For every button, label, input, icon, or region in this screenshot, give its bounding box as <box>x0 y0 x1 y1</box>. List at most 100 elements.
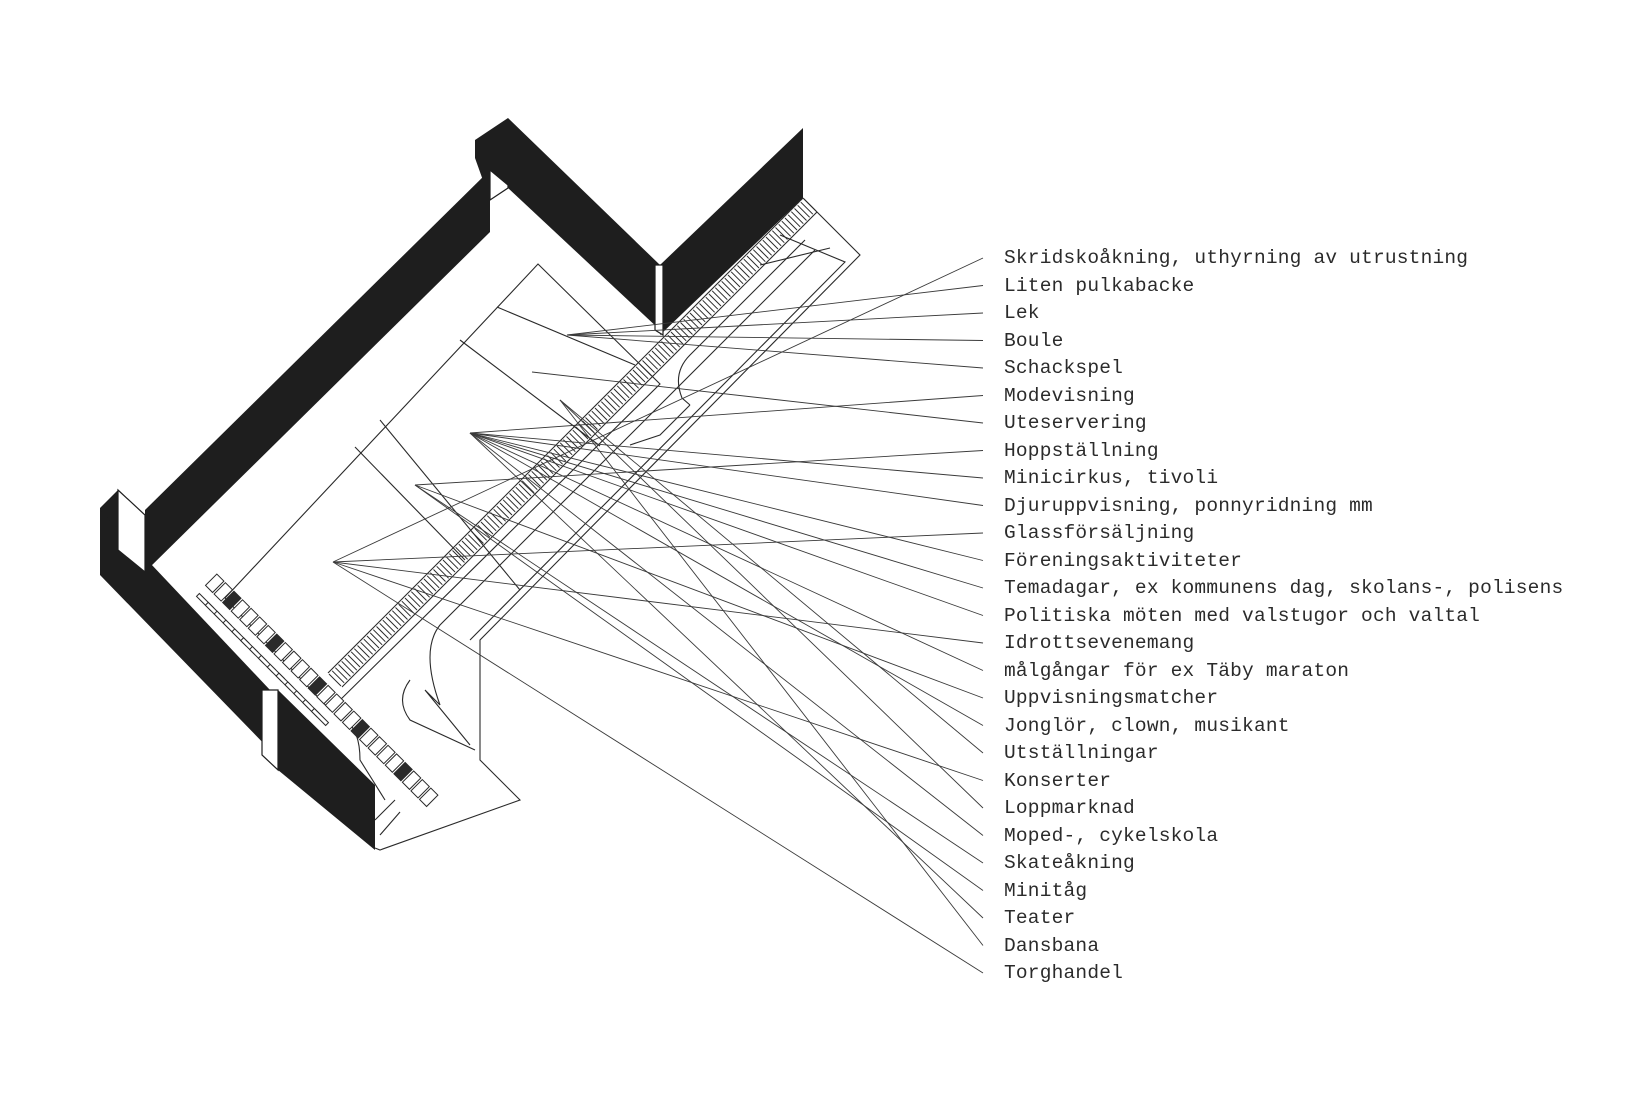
hatch-mark <box>417 584 431 598</box>
edge-block <box>376 744 396 765</box>
plan-edge-bottom-2 <box>379 811 401 836</box>
edge-block <box>204 573 225 594</box>
hatch-mark <box>730 271 744 285</box>
edge-block <box>401 770 422 791</box>
leader-line <box>332 532 984 563</box>
activity-label: Skateåkning <box>1004 852 1135 874</box>
edge-block <box>221 590 242 611</box>
activity-label: Idrottsevenemang <box>1004 632 1195 654</box>
hatch-mark <box>591 410 605 424</box>
activity-label: Boule <box>1004 329 1064 352</box>
wall-northwest <box>145 170 490 572</box>
square-plan <box>195 197 861 851</box>
hatch-mark <box>559 442 573 456</box>
edge-block <box>410 778 431 799</box>
hatch-mark <box>445 556 459 570</box>
hatch-mark <box>379 622 393 636</box>
hatch-mark <box>515 486 529 500</box>
hatch-mark <box>746 255 760 269</box>
hatch-border <box>327 197 804 674</box>
hatch-mark <box>585 417 598 430</box>
edge-block <box>239 607 259 628</box>
hatch-mark <box>401 600 415 614</box>
hatch-mark <box>724 277 738 291</box>
hatch-mark <box>705 296 719 310</box>
hatch-mark <box>775 227 788 240</box>
edge-block <box>247 616 268 636</box>
edge-block <box>256 624 276 645</box>
hatch-mark <box>575 426 589 440</box>
hatch-mark <box>781 220 795 234</box>
hatch-mark <box>635 366 649 380</box>
hatch-mark <box>543 458 557 472</box>
plan-outer-edge <box>374 197 861 851</box>
hatch-mark <box>756 246 769 259</box>
hatch-mark <box>407 594 421 608</box>
hatch-mark <box>360 641 374 655</box>
hatch-mark <box>727 274 741 288</box>
plan-field <box>224 263 661 711</box>
hatch-mark <box>670 331 684 345</box>
activity-label: Temadagar, ex kommunens dag, skolans-, p… <box>1004 577 1564 599</box>
hatch-mark <box>496 505 510 519</box>
hatch-mark <box>448 553 462 567</box>
leader-line <box>566 334 984 369</box>
leader-line <box>332 257 984 563</box>
plan-inner-band-2 <box>759 247 831 266</box>
activity-label: Torghandel <box>1004 962 1124 984</box>
hatch-mark <box>778 223 792 237</box>
wall-face-corner-ne <box>654 264 664 337</box>
hatch-mark <box>664 337 678 351</box>
plan-curve-bottom <box>401 679 476 751</box>
hatch-mark <box>493 508 507 522</box>
hatch-mark <box>372 629 386 643</box>
edge-block <box>333 701 354 722</box>
wall-face-corner <box>117 488 146 574</box>
edge-block <box>281 650 302 671</box>
hatch-mark <box>566 436 579 449</box>
activity-label: Schackspel <box>1004 357 1124 379</box>
leader-line <box>469 432 984 836</box>
hatch-mark <box>607 394 621 408</box>
hatch-mark <box>765 236 779 250</box>
edge-block <box>350 718 371 739</box>
hatch-mark <box>790 211 804 225</box>
hatch-mark <box>344 657 358 671</box>
plan-divider-3 <box>379 419 521 591</box>
hatch-mark <box>733 268 747 282</box>
hatch-mark <box>458 543 472 557</box>
hatch-mark <box>645 356 659 370</box>
hatch-mark <box>597 404 611 418</box>
hatch-mark <box>572 429 586 443</box>
hatch-mark <box>784 217 798 231</box>
leader-line <box>469 432 984 506</box>
hatch-mark <box>363 638 377 652</box>
hatch-mark <box>410 591 424 605</box>
hatch-border <box>341 211 818 688</box>
hatch-mark <box>657 344 671 358</box>
hatch-mark <box>502 499 516 513</box>
hatch-mark <box>474 527 488 541</box>
hatch-mark <box>382 619 396 633</box>
hatch-mark <box>395 607 408 620</box>
edge-block <box>341 710 362 731</box>
edge-block <box>393 761 413 782</box>
hatch-mark <box>676 325 690 339</box>
hatch-mark <box>683 318 697 332</box>
hatch-mark <box>632 369 646 383</box>
hatch-mark <box>794 208 807 221</box>
hatch-mark <box>350 651 364 665</box>
leader-line <box>469 432 984 561</box>
hatch-mark <box>537 464 551 478</box>
wall-northeast <box>660 128 803 335</box>
hatch-mark <box>518 483 532 497</box>
activity-label: Minicirkus, tivoli <box>1004 467 1219 489</box>
edge-block <box>230 599 251 619</box>
hatch-mark <box>661 341 674 354</box>
edge-block <box>384 753 405 773</box>
hatch-mark <box>480 521 494 535</box>
hatch-mark <box>626 375 640 389</box>
hatch-mark <box>366 635 380 649</box>
hatch-mark <box>648 353 662 367</box>
